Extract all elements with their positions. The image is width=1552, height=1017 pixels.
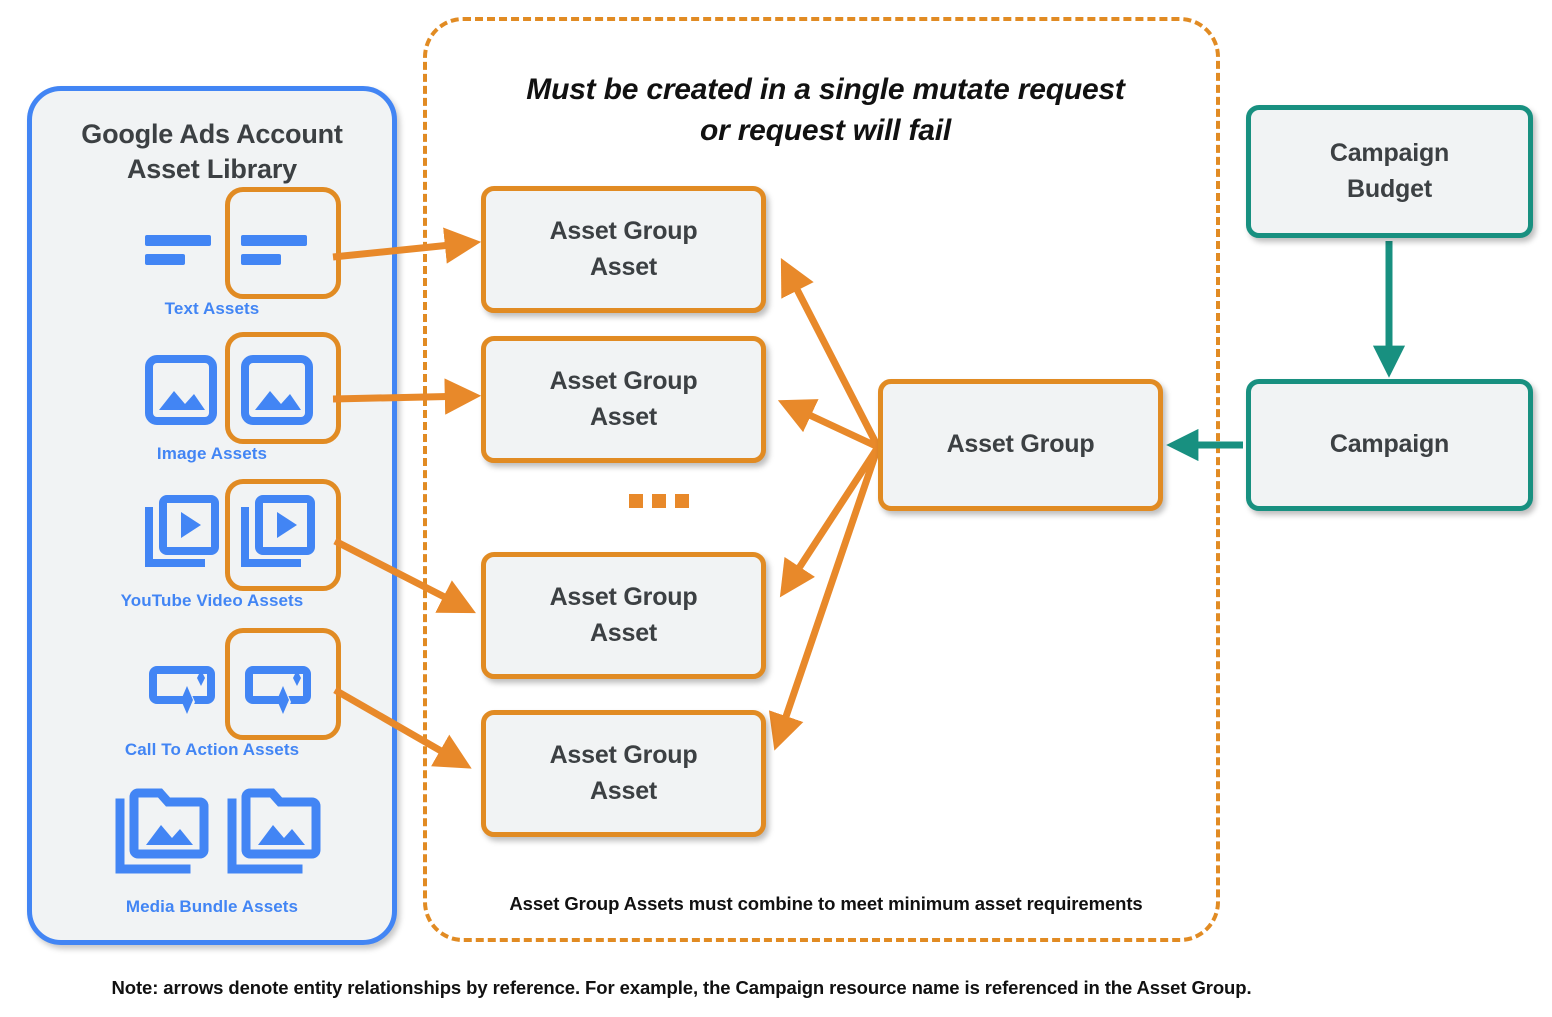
video-asset-icon bbox=[233, 491, 323, 581]
aga1-line1: Asset Group bbox=[549, 217, 698, 245]
asset-group-asset-node-3[interactable]: Asset Group Asset bbox=[481, 552, 766, 679]
image-asset-icon-pair bbox=[137, 332, 367, 444]
mutate-request-title: Must be created in a single mutate reque… bbox=[467, 69, 1184, 151]
asset-group-asset-node-4-label: Asset Group Asset bbox=[550, 738, 698, 809]
library-caption-cta-assets: Call To Action Assets bbox=[124, 740, 300, 759]
library-item-text-assets[interactable]: Text Assets bbox=[32, 187, 392, 318]
library-item-video-assets[interactable]: YouTube Video Assets bbox=[32, 479, 392, 610]
asset-group-asset-node-2[interactable]: Asset Group Asset bbox=[481, 336, 766, 463]
text-asset-highlight-box bbox=[225, 187, 341, 299]
mutate-request-title-line1: Must be created in a single mutate reque… bbox=[526, 73, 1125, 106]
text-asset-icon-pair bbox=[137, 187, 367, 299]
video-asset-icon-back bbox=[137, 491, 227, 581]
mutate-request-panel: Must be created in a single mutate reque… bbox=[423, 17, 1220, 942]
ellipsis-dot bbox=[652, 494, 666, 508]
asset-group-asset-node-1[interactable]: Asset Group Asset bbox=[481, 186, 766, 313]
cta-asset-highlight-box bbox=[225, 628, 341, 740]
library-caption-text-assets: Text Assets bbox=[164, 299, 260, 318]
asset-group-node-label: Asset Group bbox=[946, 430, 1095, 459]
media-bundle-icon-back bbox=[112, 785, 216, 889]
mutate-request-footnote: Asset Group Assets must combine to meet … bbox=[509, 893, 1143, 914]
aga4-line2: Asset bbox=[589, 776, 658, 805]
library-caption-image-assets: Image Assets bbox=[156, 444, 268, 463]
asset-group-node[interactable]: Asset Group bbox=[878, 379, 1163, 511]
aga3-line1: Asset Group bbox=[549, 583, 698, 611]
campaign-node-label: Campaign bbox=[1329, 430, 1450, 459]
aga2-line2: Asset bbox=[589, 402, 658, 431]
asset-group-asset-node-2-label: Asset Group Asset bbox=[550, 364, 698, 435]
media-bundle-icon-svg bbox=[115, 788, 209, 874]
asset-library-title-line2: Asset Library bbox=[127, 154, 297, 185]
aga3-line2: Asset bbox=[589, 618, 658, 647]
campaign-budget-node-label: Campaign Budget bbox=[1330, 136, 1449, 207]
asset-group-asset-node-4[interactable]: Asset Group Asset bbox=[481, 710, 766, 837]
aga2-line1: Asset Group bbox=[549, 367, 698, 395]
text-asset-icon-back bbox=[137, 199, 227, 289]
campaign-budget-node[interactable]: Campaign Budget bbox=[1246, 105, 1533, 238]
library-caption-video-assets: YouTube Video Assets bbox=[120, 591, 304, 610]
media-bundle-icon bbox=[224, 785, 328, 889]
image-icon-svg bbox=[241, 355, 313, 425]
video-icon-svg bbox=[145, 495, 219, 567]
image-asset-icon bbox=[233, 344, 323, 434]
call-to-action-icon-svg bbox=[245, 666, 311, 716]
cta-asset-icon bbox=[233, 640, 323, 730]
asset-library-panel: Google Ads Account Asset Library Text As… bbox=[27, 86, 397, 945]
ellipsis-dot bbox=[629, 494, 643, 508]
mutate-request-title-line2: or request will fail bbox=[699, 114, 952, 148]
cta-asset-icon-back bbox=[137, 640, 227, 730]
aga1-line2: Asset bbox=[589, 252, 658, 281]
ellipsis-dot bbox=[675, 494, 689, 508]
aga4-line1: Asset Group bbox=[549, 741, 698, 769]
cta-asset-icon-pair bbox=[137, 628, 367, 740]
media-bundle-icon-pair bbox=[112, 781, 352, 879]
call-to-action-icon-svg bbox=[149, 666, 215, 716]
asset-group-asset-ellipsis bbox=[629, 494, 689, 508]
library-item-media-bundle-assets[interactable]: Media Bundle Assets bbox=[32, 781, 392, 916]
video-icon-svg bbox=[241, 495, 315, 567]
campaign-budget-line2: Budget bbox=[1347, 174, 1432, 203]
image-asset-highlight-box bbox=[225, 332, 341, 444]
media-bundle-icon-svg bbox=[227, 788, 321, 874]
library-caption-media-bundle-assets: Media Bundle Assets bbox=[125, 897, 299, 916]
library-item-cta-assets[interactable]: Call To Action Assets bbox=[32, 628, 392, 759]
image-asset-icon-back bbox=[137, 344, 227, 434]
asset-library-title-line1: Google Ads Account bbox=[81, 119, 343, 149]
image-icon-svg bbox=[145, 355, 217, 425]
video-asset-highlight-box bbox=[225, 479, 341, 591]
campaign-node[interactable]: Campaign bbox=[1246, 379, 1533, 511]
video-asset-icon-pair bbox=[137, 479, 367, 591]
library-item-image-assets[interactable]: Image Assets bbox=[32, 332, 392, 463]
asset-group-asset-node-3-label: Asset Group Asset bbox=[550, 580, 698, 651]
campaign-budget-line1: Campaign bbox=[1329, 139, 1450, 167]
diagram-note: Note: arrows denote entity relationships… bbox=[111, 977, 1252, 998]
text-asset-icon bbox=[233, 199, 323, 289]
asset-library-title: Google Ads Account Asset Library bbox=[32, 117, 392, 187]
asset-group-asset-node-1-label: Asset Group Asset bbox=[550, 214, 698, 285]
